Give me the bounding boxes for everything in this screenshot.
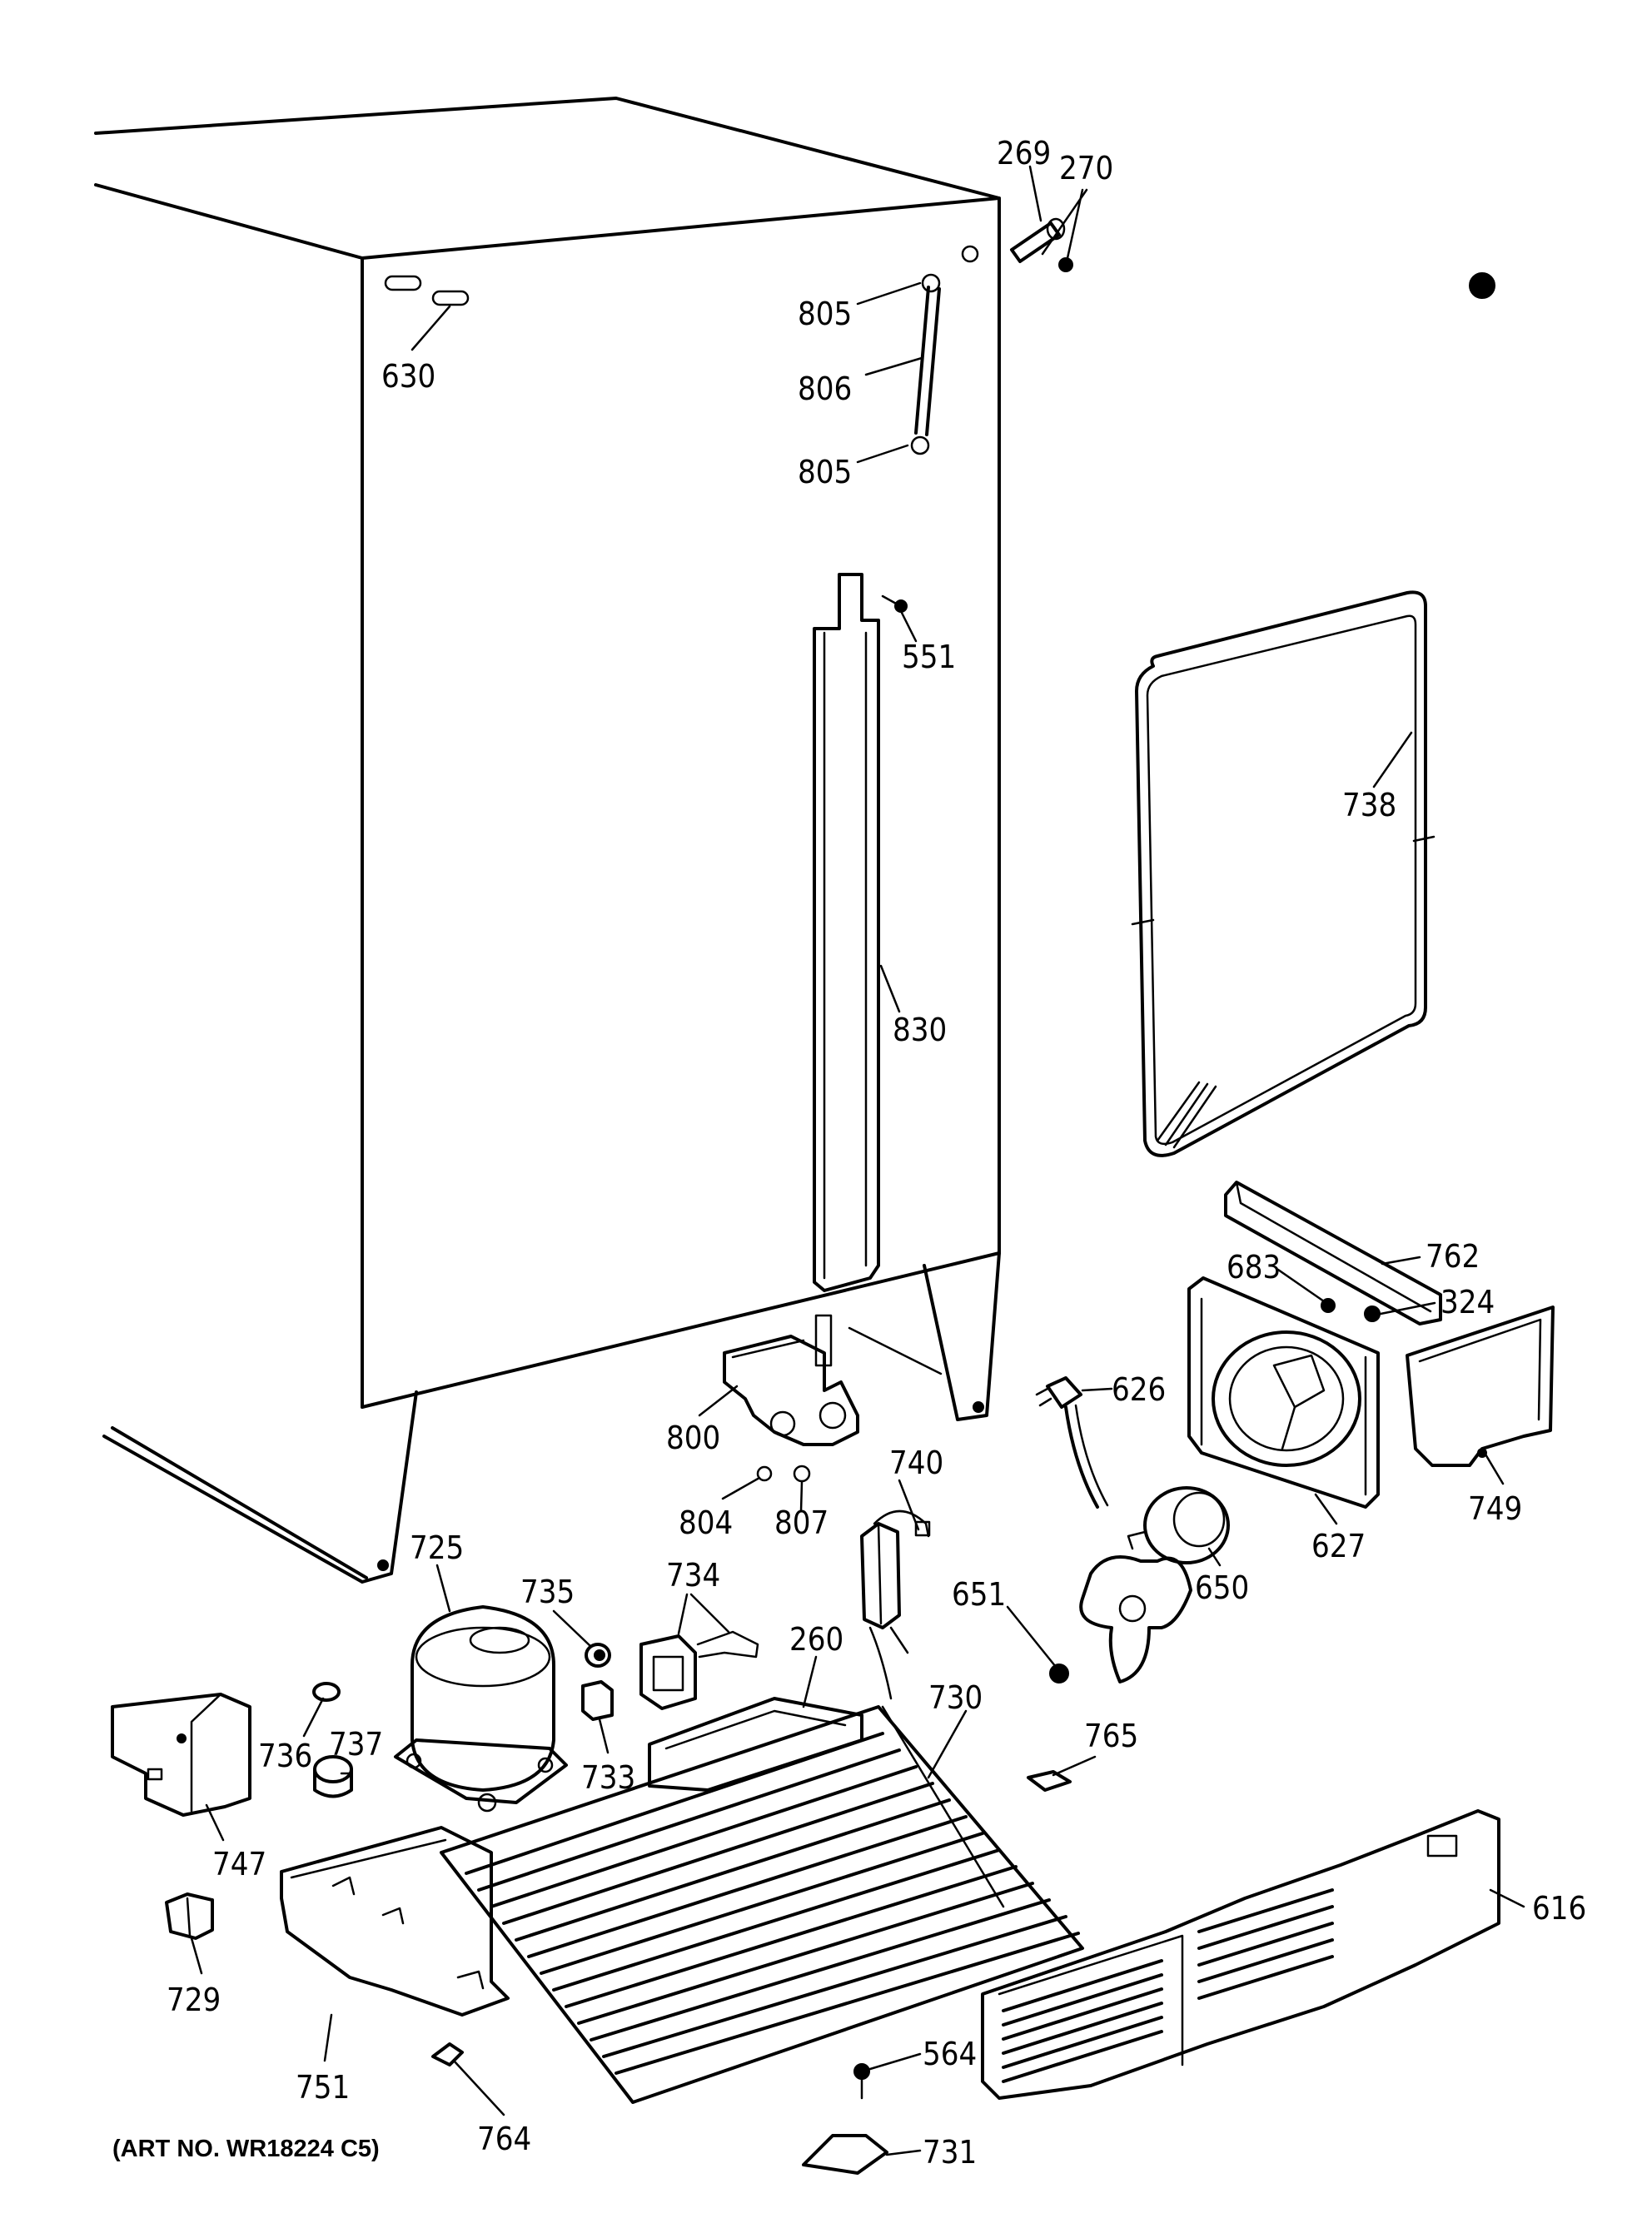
label-762: 762 xyxy=(1426,1238,1480,1275)
fill-tube-806 xyxy=(910,273,941,455)
power-cord-626 xyxy=(1035,1376,1109,1509)
label-725: 725 xyxy=(410,1529,464,1566)
clip-736 xyxy=(312,1682,341,1702)
label-260: 260 xyxy=(789,1621,843,1658)
defrost-timer-740 xyxy=(860,1509,931,1654)
part-labels: 269 270 630 805 806 805 551 738 830 762 … xyxy=(167,135,1586,2171)
fan-motor-650 xyxy=(1127,1486,1230,1564)
label-747: 747 xyxy=(212,1846,266,1882)
label-733: 733 xyxy=(581,1759,635,1796)
label-730: 730 xyxy=(928,1679,983,1716)
label-731: 731 xyxy=(923,2134,977,2171)
bracket-765 xyxy=(1027,1770,1072,1792)
fan-blade-651 xyxy=(1049,1555,1192,1683)
relay-733 xyxy=(581,1680,614,1721)
water-valve-800 xyxy=(723,1314,859,1483)
label-630: 630 xyxy=(381,358,435,395)
label-626: 626 xyxy=(1112,1371,1166,1408)
leader-lines xyxy=(190,165,1525,2156)
part-269 xyxy=(1010,217,1066,263)
label-737-visible: 737 xyxy=(329,1726,383,1763)
label-729: 729 xyxy=(167,1982,221,2018)
label-800: 800 xyxy=(666,1420,720,1456)
grommet-735 xyxy=(585,1643,611,1668)
label-651: 651 xyxy=(952,1576,1006,1613)
capacitor-729 xyxy=(165,1892,214,1940)
label-740: 740 xyxy=(889,1445,943,1481)
condenser-loop-738 xyxy=(1131,590,1436,1157)
label-830: 830 xyxy=(893,1012,947,1048)
screws-683-324 xyxy=(1321,1298,1381,1322)
label-564: 564 xyxy=(923,2036,977,2072)
bracket-731 xyxy=(802,2134,888,2175)
screw-564 xyxy=(853,2063,870,2100)
label-324: 324 xyxy=(1441,1284,1495,1320)
label-734: 734 xyxy=(666,1557,720,1594)
cabinet xyxy=(94,97,1495,1584)
condenser-coil-730 xyxy=(440,1626,1084,2104)
compressor-725 xyxy=(394,1605,568,1813)
label-736: 736 xyxy=(258,1738,312,1774)
screw-270 xyxy=(1058,257,1073,272)
label-805-top: 805 xyxy=(798,296,852,332)
label-627: 627 xyxy=(1311,1528,1366,1564)
label-749: 749 xyxy=(1468,1490,1522,1527)
label-806: 806 xyxy=(798,371,852,407)
grommet-737 xyxy=(313,1755,353,1798)
label-738: 738 xyxy=(1342,787,1396,823)
label-616: 616 xyxy=(1532,1890,1586,1927)
label-683: 683 xyxy=(1227,1249,1281,1286)
label-805-bottom: 805 xyxy=(798,454,852,490)
label-269: 269 xyxy=(997,135,1051,172)
base-751 xyxy=(280,1826,510,2017)
clip-764 xyxy=(431,2042,464,2066)
cover-747 xyxy=(111,1693,251,1817)
label-807: 807 xyxy=(774,1504,828,1541)
cover-749 xyxy=(1406,1306,1555,1467)
gasket-762 xyxy=(1224,1181,1442,1325)
screw-551 xyxy=(881,594,908,613)
label-804: 804 xyxy=(679,1504,733,1541)
fan-shroud-627 xyxy=(1187,1276,1380,1509)
overload-734 xyxy=(639,1630,759,1710)
label-751: 751 xyxy=(296,2069,350,2106)
grille-616 xyxy=(981,1809,1500,2100)
label-551: 551 xyxy=(902,639,956,675)
label-650: 650 xyxy=(1195,1569,1249,1606)
trim-strip xyxy=(813,573,880,1292)
label-765: 765 xyxy=(1084,1718,1138,1754)
label-270: 270 xyxy=(1059,150,1113,186)
label-764: 764 xyxy=(477,2121,531,2157)
art-number-caption: (ART NO. WR18224 C5) xyxy=(112,2136,380,2162)
label-735: 735 xyxy=(520,1574,575,1610)
